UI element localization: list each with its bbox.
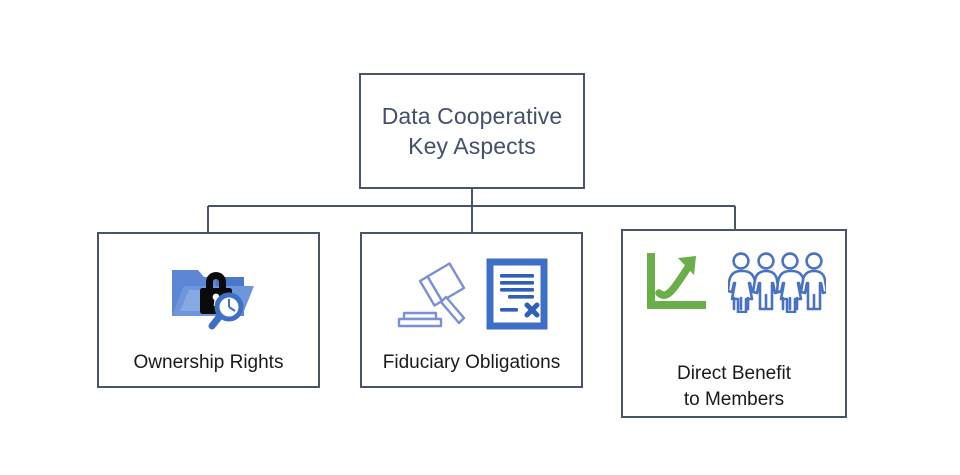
node-ownership-rights[interactable]: Ownership Rights: [97, 232, 320, 388]
node-label-fiduciary-obligations: Fiduciary Obligations: [382, 352, 561, 373]
root-node-data-cooperative[interactable]: Data Cooperative Key Aspects: [359, 73, 585, 189]
node-direct-benefit-to-members[interactable]: Direct Benefit to Members: [621, 229, 847, 418]
folder-lock-search-icon: [171, 270, 254, 330]
growth-chart-arrow-icon: [647, 253, 706, 309]
document-x-icon: [486, 258, 547, 330]
icon-row-fiduciary: [394, 256, 550, 332]
root-node-title: Data Cooperative Key Aspects: [381, 103, 563, 159]
node-fiduciary-obligations[interactable]: Fiduciary Obligations: [360, 232, 583, 388]
gavel-icon: [397, 262, 465, 328]
node-label-direct-benefit-to-members: Direct Benefit to Members: [676, 363, 792, 410]
icon-row-direct-benefit: [642, 247, 826, 317]
node-label-ownership-rights: Ownership Rights: [133, 352, 284, 373]
icon-row-ownership: [164, 256, 254, 332]
four-people-group-icon: [728, 252, 826, 313]
